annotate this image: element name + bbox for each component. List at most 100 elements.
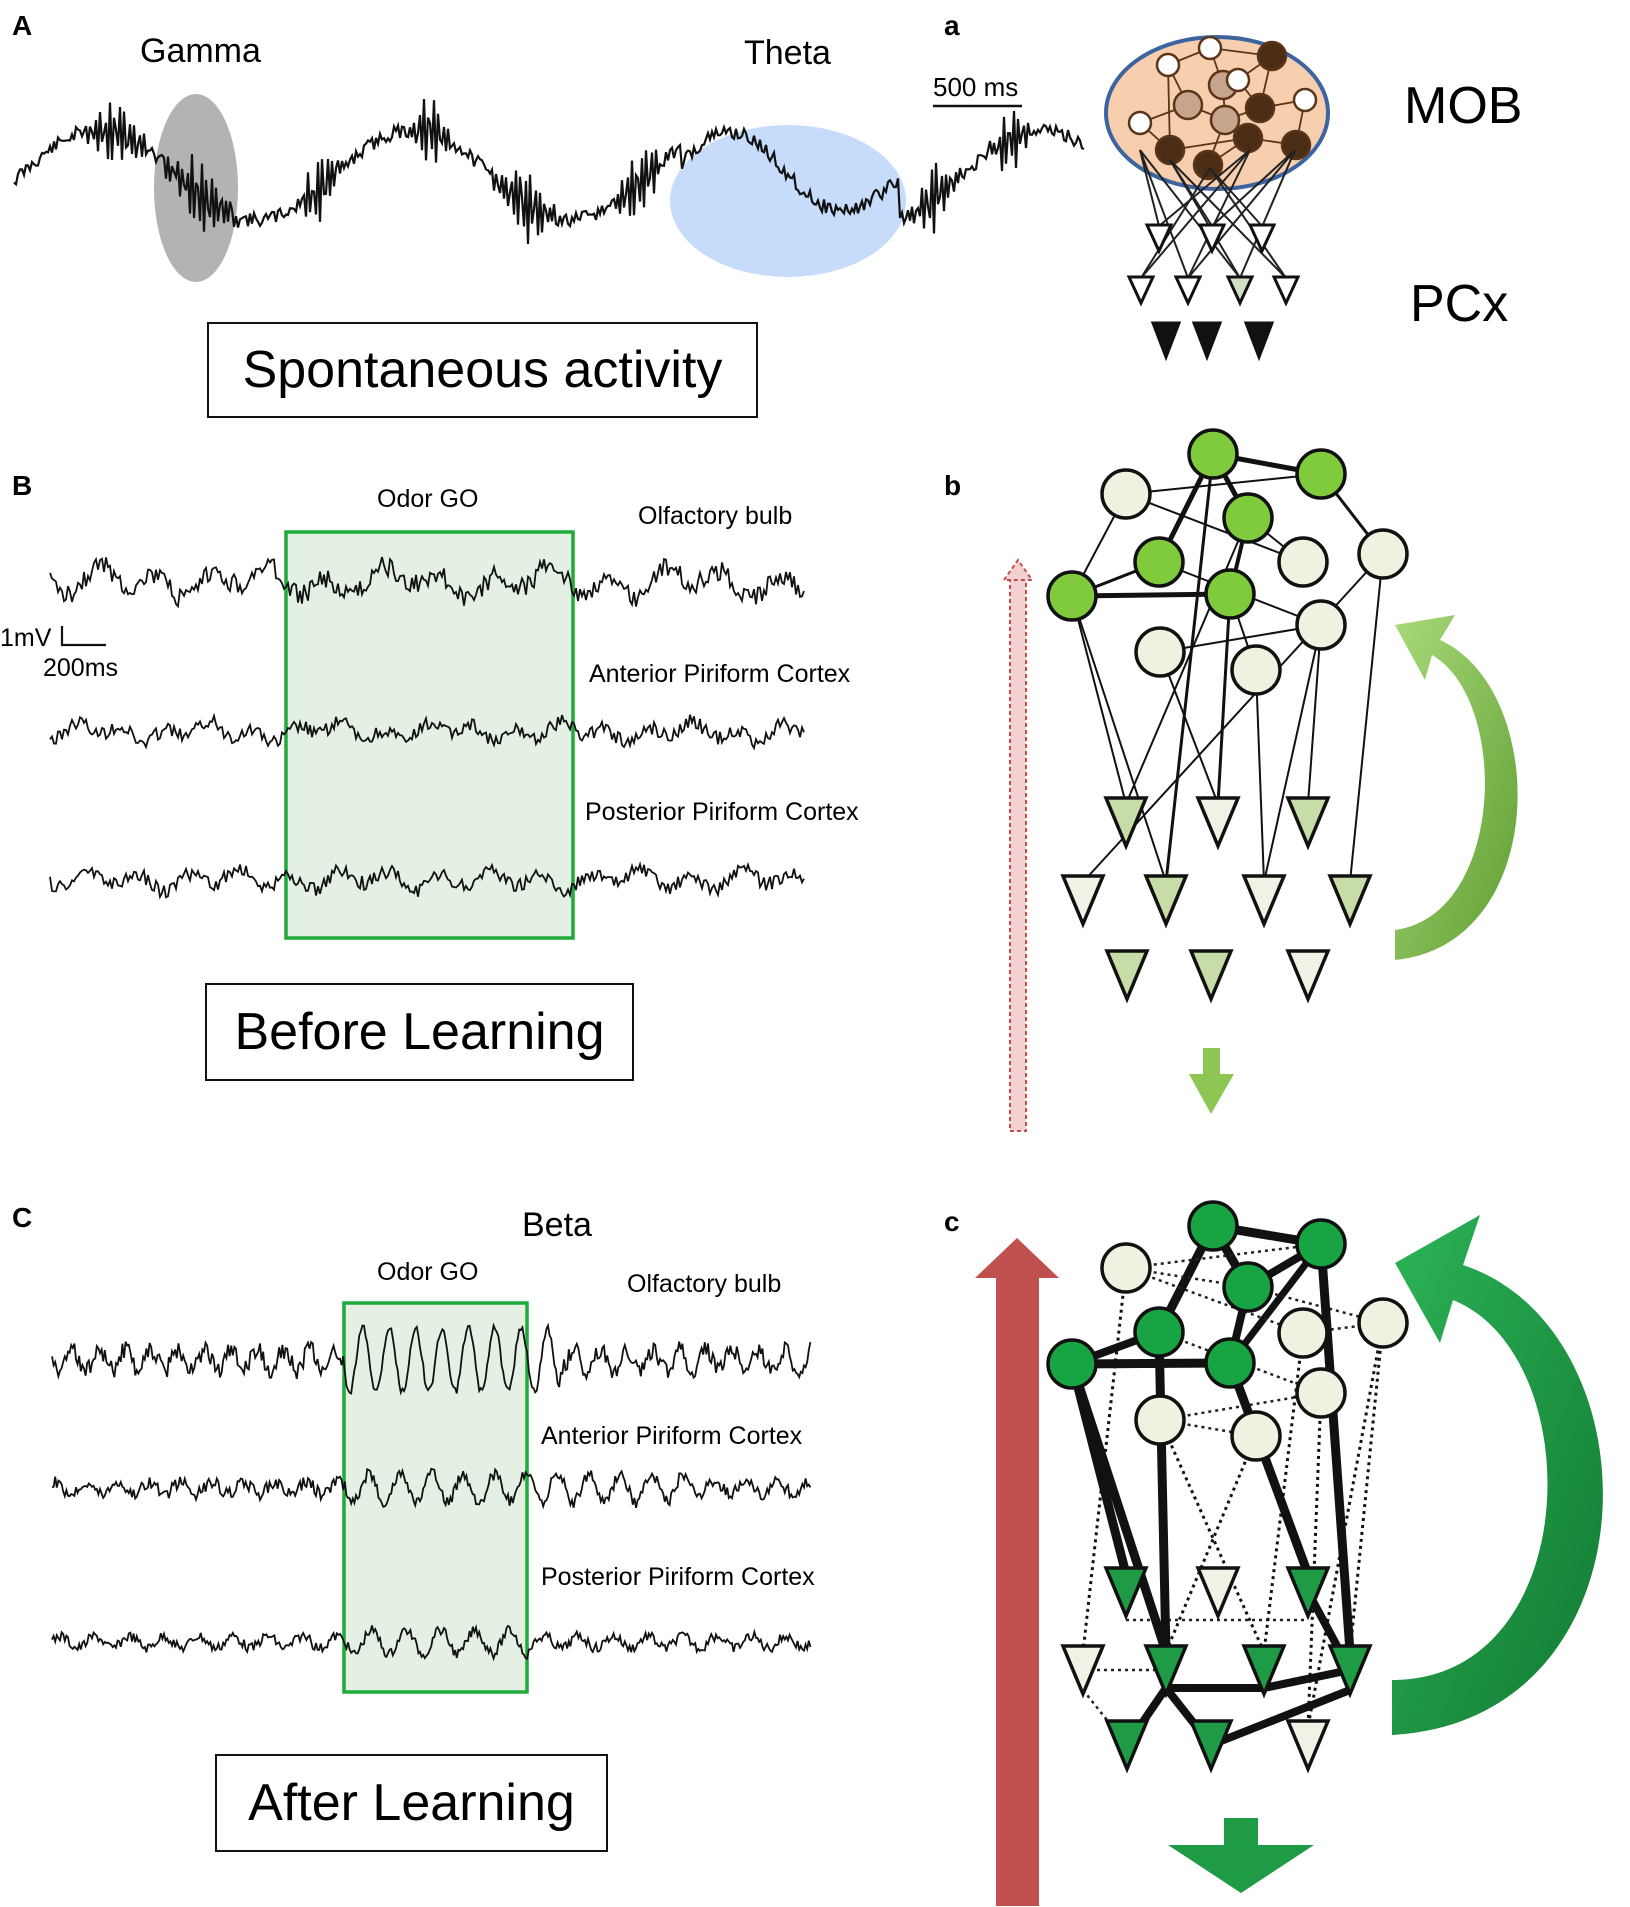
mob-neuron: [1357, 1297, 1409, 1349]
trace-after-posterior-piriform: [51, 1623, 812, 1662]
pcx-neuron: [1285, 949, 1331, 1004]
mob-neuron: [1244, 92, 1276, 124]
scale-label-1mv: 1mV: [0, 624, 52, 652]
active-pcx-neuron: [1188, 949, 1234, 1004]
feedback-arc-before: [1395, 615, 1518, 960]
posterior-piriform-label-before: Posterior Piriform Cortex: [585, 798, 859, 826]
mob-neuron: [1134, 1394, 1186, 1446]
trace-before-anterior-piriform: [49, 712, 805, 751]
mob-neuron: [1256, 40, 1288, 72]
olfactory-bulb-label-after: Olfactory bulb: [627, 1270, 782, 1298]
mob-pcx-diagram: [1104, 35, 1330, 362]
odor-go-label-after: Odor GO: [377, 1258, 479, 1286]
mob-neuron: [1277, 536, 1329, 588]
pcx-neuron: [1197, 223, 1227, 255]
scale-label-200ms: 200ms: [43, 654, 119, 682]
mob-neuron: [1172, 89, 1204, 121]
scale-bar-1mv-200ms: [60, 626, 106, 647]
scale-label-500ms: 500 ms: [933, 72, 1019, 102]
active-mob-neuron: [1133, 1306, 1185, 1358]
active-pcx-neuron: [1327, 874, 1373, 929]
posterior-piriform-label-after: Posterior Piriform Cortex: [541, 1563, 815, 1591]
mob-neuron: [1357, 528, 1409, 580]
active-mob-neuron: [1222, 492, 1274, 544]
mob-neuron: [1232, 122, 1264, 154]
active-mob-neuron: [1187, 1200, 1239, 1252]
gamma-label: Gamma: [140, 32, 261, 70]
active-pcx-neuron: [1104, 949, 1150, 1004]
mob-neuron: [1230, 1410, 1282, 1462]
pcx-output-neuron: [1150, 321, 1182, 362]
active-pcx-neuron: [1104, 1719, 1150, 1774]
mob-neuron: [1154, 134, 1186, 166]
pcx-neuron: [1195, 1566, 1241, 1621]
active-pcx-neuron: [1103, 1566, 1149, 1621]
feedback-arc-after: [1392, 1215, 1603, 1735]
mob-neuron: [1197, 35, 1223, 61]
mob-neuron: [1192, 149, 1224, 181]
pcx-neuron: [1225, 275, 1255, 307]
pcx-neuron: [1195, 796, 1241, 851]
panel-label-A: A: [12, 10, 33, 41]
mob-neuron: [1127, 110, 1153, 136]
active-mob-neuron: [1204, 1337, 1256, 1389]
active-mob-neuron: [1204, 568, 1256, 620]
active-mob-neuron: [1133, 536, 1185, 588]
active-mob-neuron: [1222, 1261, 1274, 1313]
active-mob-neuron: [1295, 1218, 1347, 1270]
pcx-neuron: [1247, 223, 1277, 255]
pcx-neuron: [1060, 1644, 1106, 1699]
trace-after-olfactory-bulb: [51, 1322, 812, 1396]
trace-after-anterior-piriform: [51, 1467, 812, 1510]
pcx-output-neuron: [1243, 321, 1275, 362]
active-pcx-neuron: [1327, 1644, 1373, 1699]
beta-label: Beta: [522, 1206, 592, 1244]
pcx-neuron: [1285, 1719, 1331, 1774]
anterior-piriform-label-before: Anterior Piriform Cortex: [589, 660, 851, 688]
pcx-output-neuron: [1191, 321, 1223, 362]
down-arrow-before: [1189, 1048, 1234, 1114]
theta-label: Theta: [744, 34, 831, 72]
mob-neuron: [1100, 1242, 1152, 1294]
odor-go-box-after: [342, 1301, 529, 1694]
pcx-label: PCx: [1410, 275, 1509, 333]
mob-neuron: [1295, 1367, 1347, 1419]
active-mob-neuron: [1295, 448, 1347, 500]
mob-neuron: [1225, 67, 1251, 93]
down-arrow-after: [1168, 1818, 1314, 1893]
mob-neuron: [1155, 52, 1181, 78]
active-pcx-neuron: [1285, 796, 1331, 851]
pcx-neuron: [1271, 275, 1301, 307]
spontaneous-trace: [13, 99, 1085, 245]
active-pcx-neuron: [1241, 1644, 1287, 1699]
after-learning-box: After Learning: [215, 1754, 608, 1852]
mob-neuron: [1230, 644, 1282, 696]
mob-neuron: [1100, 468, 1152, 520]
active-pcx-neuron: [1143, 874, 1189, 929]
pcx-neuron: [1241, 874, 1287, 929]
panel-label-B: B: [12, 470, 33, 501]
network-before-learning: [1046, 428, 1409, 1004]
mob-neuron: [1209, 104, 1241, 136]
red-dashed-arrow-before: [1002, 558, 1034, 1132]
pcx-neuron: [1060, 874, 1106, 929]
mob-label: MOB: [1404, 77, 1523, 135]
active-pcx-neuron: [1103, 796, 1149, 851]
trace-before-posterior-piriform: [49, 861, 805, 900]
before-learning-box: Before Learning: [205, 983, 634, 1081]
active-mob-neuron: [1046, 1338, 1098, 1390]
pcx-neuron: [1144, 223, 1174, 255]
active-pcx-neuron: [1285, 1566, 1331, 1621]
panel-label-C: C: [12, 1202, 33, 1233]
odor-go-label-before: Odor GO: [377, 485, 479, 513]
panel-label-a: a: [944, 10, 960, 41]
panel-label-b: b: [944, 470, 962, 501]
pcx-neuron: [1173, 275, 1203, 307]
mob-neuron: [1277, 1307, 1329, 1359]
red-arrow-after: [975, 1238, 1059, 1906]
mob-neuron: [1280, 129, 1312, 161]
active-mob-neuron: [1187, 428, 1239, 480]
active-pcx-neuron: [1188, 1719, 1234, 1774]
